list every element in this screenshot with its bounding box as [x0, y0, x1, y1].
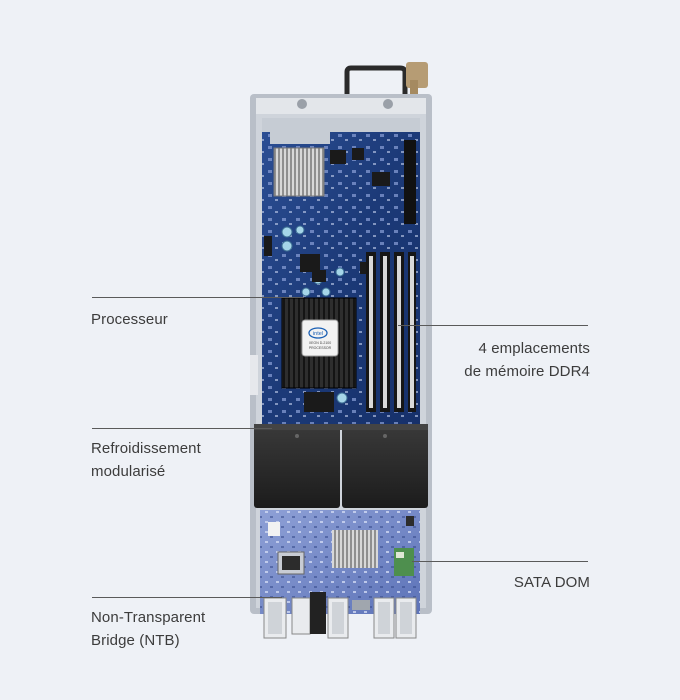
- ddr4-slots: [366, 252, 416, 412]
- handle: [344, 62, 428, 96]
- chip-line-2: PROCESSOR: [309, 346, 332, 350]
- chip-logo: intel: [313, 331, 323, 337]
- label-ddr4: 4 emplacements de mémoire DDR4: [464, 340, 590, 380]
- ntb-ports: [263, 592, 417, 639]
- label-ntb: Non-Transparent Bridge (NTB): [91, 609, 206, 649]
- mainboard: intel XEON D-2100 PROCESSOR: [262, 118, 420, 428]
- cooling-leader: [92, 428, 272, 429]
- chip-line-1: XEON D-2100: [309, 341, 331, 345]
- lower-board: [260, 510, 420, 614]
- cpu-heatsink: intel XEON D-2100 PROCESSOR: [281, 297, 357, 389]
- ntb-leader: [92, 597, 282, 598]
- sata-leader: [412, 561, 588, 562]
- processor-leader: [92, 297, 304, 298]
- label-processor: Processeur: [91, 311, 168, 328]
- cooling-modules: [254, 424, 428, 508]
- ddr4-leader: [398, 325, 588, 326]
- label-sata-dom: SATA DOM: [513, 574, 590, 591]
- label-cooling: Refroidissement modularisé: [91, 440, 201, 480]
